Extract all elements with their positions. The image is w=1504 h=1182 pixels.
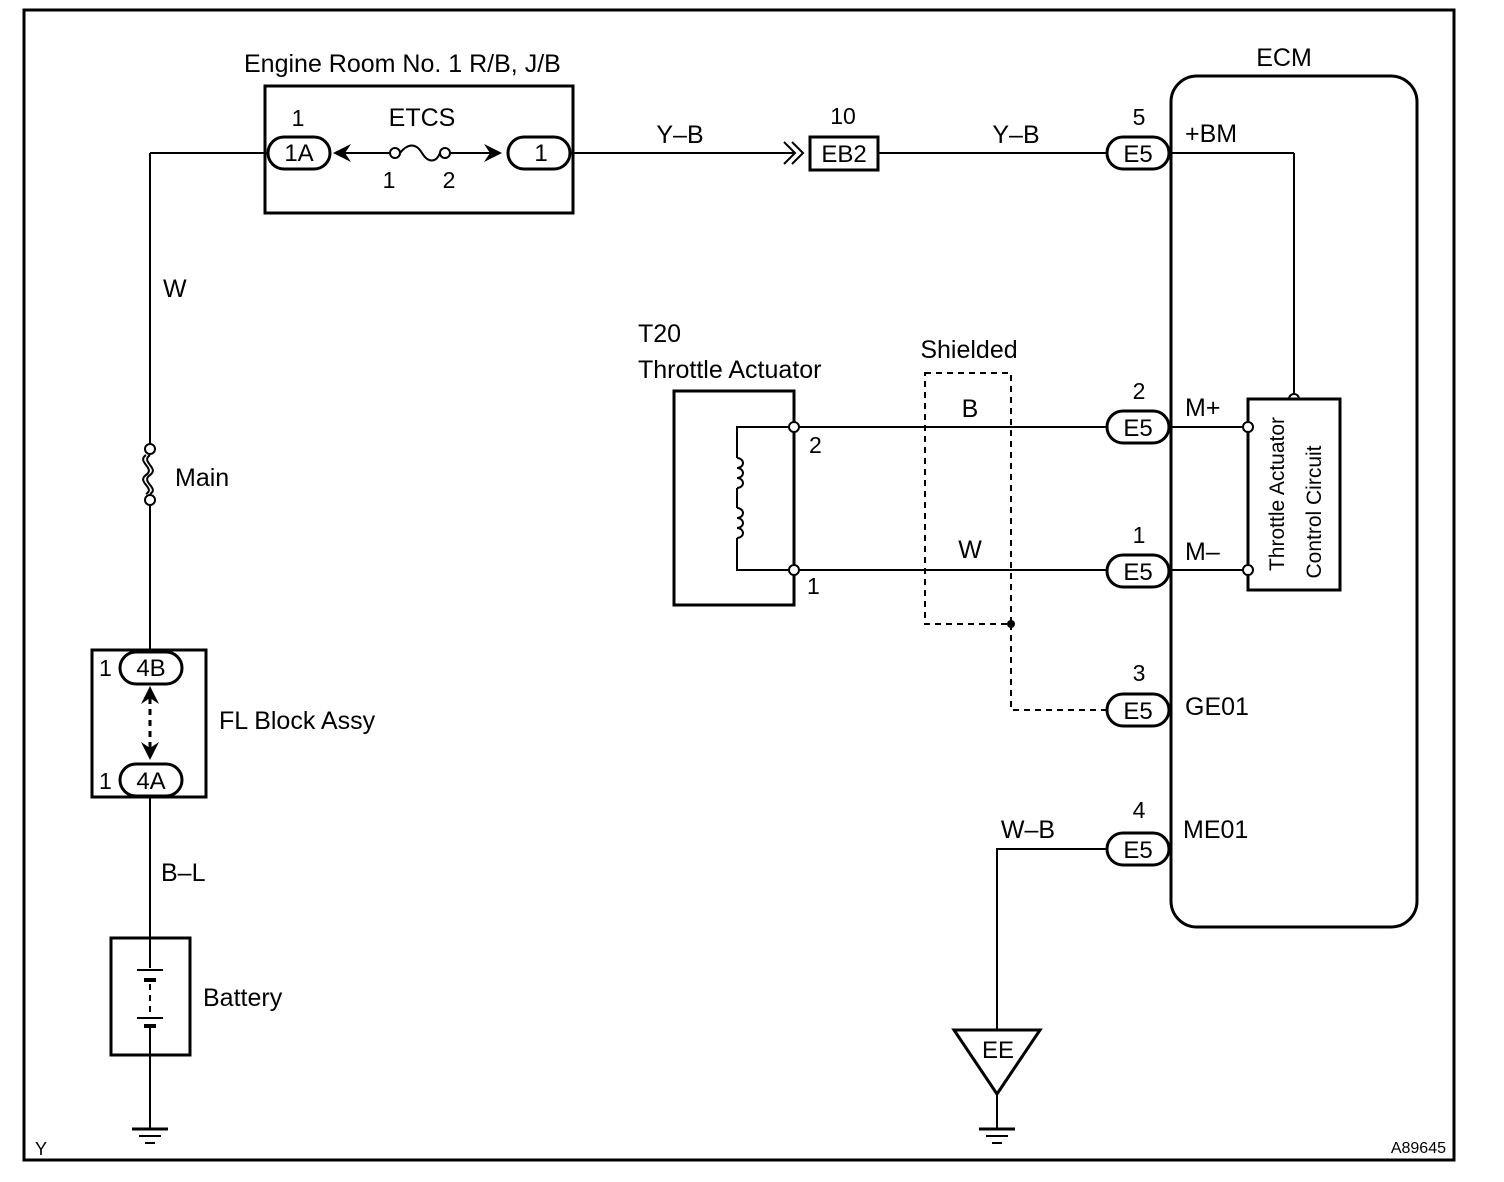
terminal-bm: +BM bbox=[1185, 120, 1237, 148]
connector-e5-bm bbox=[1105, 135, 1171, 171]
connector-arrow-left-icon bbox=[333, 144, 351, 162]
pin-1a: 1 bbox=[292, 105, 305, 131]
throttle-code-label: T20 bbox=[638, 320, 681, 348]
terminal-mp: M+ bbox=[1185, 394, 1220, 422]
etcs-label: ETCS bbox=[389, 104, 456, 132]
connector-4a-label: 4A bbox=[136, 768, 165, 795]
mm-pin: 1 bbox=[1133, 522, 1146, 548]
engine-room-rb bbox=[263, 84, 575, 215]
throttle-name-label: Throttle Actuator bbox=[638, 356, 821, 384]
pin-4b: 1 bbox=[99, 655, 112, 681]
connector-e5-mp-label: E5 bbox=[1123, 415, 1152, 442]
ground-ee-label: EE bbox=[982, 1037, 1014, 1064]
motor-coil-icon bbox=[736, 426, 789, 571]
ecm-label: ECM bbox=[1256, 44, 1312, 72]
wire-wb bbox=[996, 848, 1107, 1030]
pin-4a: 1 bbox=[99, 768, 112, 794]
wire-color-b: B bbox=[962, 395, 979, 423]
ecm-box bbox=[1169, 74, 1419, 929]
tac-label-line2: Control Circuit bbox=[1303, 445, 1326, 578]
me-pin: 4 bbox=[1133, 797, 1146, 823]
terminal-me01: ME01 bbox=[1183, 816, 1248, 844]
engine-room-label: Engine Room No. 1 R/B, J/B bbox=[244, 50, 561, 78]
connector-1a-label: 1A bbox=[284, 140, 313, 167]
connector-eb2-label: EB2 bbox=[821, 141, 866, 168]
battery-label: Battery bbox=[203, 984, 283, 1012]
connector-1-label: 1 bbox=[534, 140, 547, 167]
connector-arrow-up-icon bbox=[141, 686, 159, 704]
mm-terminal-dot bbox=[1242, 564, 1254, 576]
connector-e5-mm-label: E5 bbox=[1123, 559, 1152, 586]
connector-e5-me-label: E5 bbox=[1123, 837, 1152, 864]
shielded-label: Shielded bbox=[920, 336, 1017, 364]
mp-terminal-dot bbox=[1242, 421, 1254, 433]
battery-icon bbox=[137, 938, 163, 1055]
in-line-connector-icon bbox=[783, 141, 805, 165]
t20-pin-1: 1 bbox=[807, 573, 820, 599]
throttle-control-circuit bbox=[1246, 397, 1342, 592]
connector-4b-label: 4B bbox=[136, 655, 165, 682]
wire-color-wb: W–B bbox=[1001, 816, 1055, 844]
throttle-actuator-box bbox=[672, 389, 796, 607]
terminal-mm: M– bbox=[1185, 538, 1220, 566]
fl-block-label: FL Block Assy bbox=[219, 707, 376, 735]
t20-terminal-1 bbox=[788, 564, 800, 576]
shield-drain-wire bbox=[1010, 624, 1107, 711]
diagram-frame bbox=[22, 8, 1456, 1162]
t20-pin-2: 2 bbox=[809, 432, 822, 458]
ground-icon bbox=[979, 1127, 1015, 1144]
wire-color-yb-1: Y–B bbox=[656, 121, 703, 149]
bm-pin: 5 bbox=[1133, 104, 1146, 130]
t20-terminal-2 bbox=[788, 421, 800, 433]
mp-pin: 2 bbox=[1133, 378, 1146, 404]
shield-outline bbox=[924, 372, 1012, 625]
fuse-pin-1: 1 bbox=[383, 167, 396, 193]
wire-color-w-left: W bbox=[163, 275, 187, 303]
connector-1a bbox=[266, 135, 332, 171]
ground-point-ee bbox=[951, 1028, 1043, 1097]
wire-color-yb-2: Y–B bbox=[992, 121, 1039, 149]
connector-4a bbox=[118, 762, 184, 798]
fuse-pin-2: 2 bbox=[443, 167, 456, 193]
connector-arrow-right-icon bbox=[484, 144, 502, 162]
etcs-fuse-icon bbox=[389, 144, 451, 162]
terminal-ge01: GE01 bbox=[1185, 693, 1249, 721]
eb2-pin: 10 bbox=[830, 103, 856, 129]
connector-4b bbox=[118, 650, 184, 686]
ge-pin: 3 bbox=[1133, 660, 1146, 686]
wire-color-bl: B–L bbox=[161, 859, 206, 887]
main-fuse-label: Main bbox=[175, 464, 229, 492]
ground-icon bbox=[132, 1127, 168, 1144]
tac-label-line1: Throttle Actuator bbox=[1266, 417, 1289, 571]
corner-left-label: Y bbox=[35, 1139, 47, 1159]
main-fusible-link bbox=[142, 443, 156, 506]
connector-arrow-down-icon bbox=[141, 742, 159, 760]
figure-code: A89645 bbox=[1391, 1140, 1446, 1157]
connector-e5-bm-label: E5 bbox=[1123, 141, 1152, 168]
wire-color-w-motor: W bbox=[958, 536, 982, 564]
connector-1 bbox=[506, 135, 572, 171]
connector-e5-ge-label: E5 bbox=[1123, 698, 1152, 725]
